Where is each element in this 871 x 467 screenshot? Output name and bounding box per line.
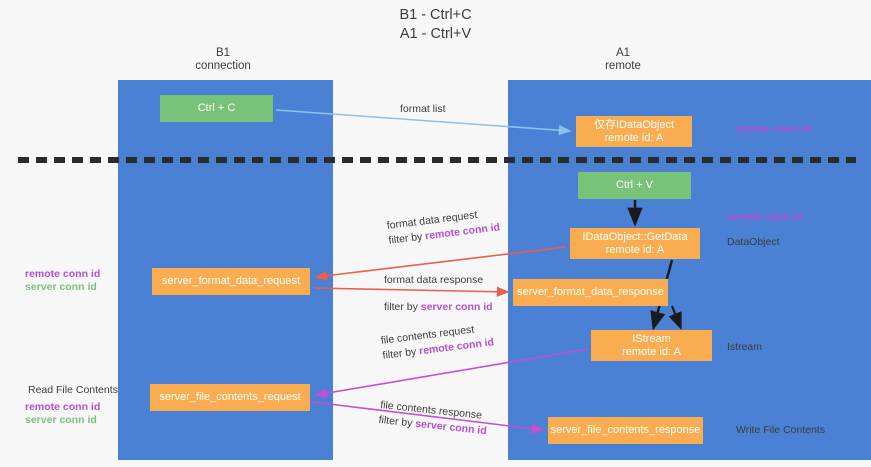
label-remote-conn-id-top: remote conn id — [736, 123, 812, 135]
caption-fcreq-prefix: filter by — [381, 345, 420, 362]
caption-fdres-key: server conn id — [420, 301, 493, 313]
label-write-file-contents: Write File Contents — [736, 424, 826, 436]
caption-format-data-response: format data response filter by server co… — [384, 273, 493, 315]
caption-format-list: format list — [400, 103, 446, 115]
label-left-server-conn-id-1: server conn id — [25, 281, 97, 293]
node-server-format-data-request[interactable]: server_format_data_request — [152, 268, 310, 295]
node-server-format-data-response-label: server_format_data_response — [517, 286, 664, 298]
node-ctrl-c[interactable]: Ctrl + C — [160, 95, 273, 122]
label-left-conn-ids-top: remote conn id server conn id — [25, 268, 100, 294]
node-idataobject-getdata[interactable]: IDataObject::GetData remote id: A — [570, 228, 700, 259]
node-getdata-line2: remote id: A — [605, 243, 665, 256]
label-left-server-conn-id-2: server conn id — [25, 414, 97, 426]
lane-header-b1-sub: connection — [195, 60, 251, 72]
label-istream: Istream — [727, 341, 763, 353]
node-idataobject-line1: 仅存IDataObject — [593, 118, 675, 131]
label-dataobject: DataObject — [727, 236, 780, 248]
node-idataobject-text: 仅存IDataObject remote id: A — [594, 119, 674, 145]
title-line-2: A1 - Ctrl+V — [399, 26, 472, 42]
diagram-title: B1 - Ctrl+C A1 - Ctrl+V — [0, 6, 871, 44]
lane-header-b1: B1 connection — [148, 47, 298, 73]
title-line-1: B1 - Ctrl+C — [399, 7, 472, 23]
node-ctrl-c-label: Ctrl + C — [197, 102, 236, 114]
node-istream-line1: IStream — [632, 332, 671, 345]
caption-fdres-prefix: filter by — [384, 301, 421, 313]
node-server-file-contents-request[interactable]: server_file_contents_request — [150, 384, 310, 411]
node-server-format-data-response[interactable]: server_format_data_response — [513, 279, 668, 306]
lane-header-a1-name: A1 — [615, 47, 631, 59]
label-left-remote-conn-id-1: remote conn id — [25, 268, 101, 280]
lane-header-a1-sub: remote — [605, 60, 641, 72]
node-istream-line2: remote id: A — [622, 345, 681, 358]
node-server-file-contents-response[interactable]: server_file_contents_response — [548, 417, 703, 444]
caption-file-contents-request: file contents request filter by remote c… — [380, 320, 495, 363]
lane-header-b1-name: B1 — [215, 47, 231, 59]
caption-file-contents-response: file contents response filter by server … — [378, 398, 489, 439]
lane-header-a1: A1 remote — [548, 47, 698, 73]
caption-format-data-response-line2: filter by server conn id — [384, 300, 493, 315]
node-server-format-data-request-label: server_format_data_request — [161, 275, 301, 287]
caption-fdreq-prefix: filter by — [387, 230, 426, 247]
node-getdata-line1: IDataObject::GetData — [582, 230, 688, 243]
label-read-file-contents: Read File Contents — [28, 384, 118, 396]
caption-format-data-request: format data request filter by remote con… — [386, 205, 501, 248]
label-remote-conn-id-mid: remote conn id — [727, 211, 803, 223]
label-left-remote-conn-id-2: remote conn id — [25, 401, 101, 413]
label-left-conn-ids-bottom: remote conn id server conn id — [25, 401, 100, 427]
node-istream-text: IStream remote id: A — [622, 333, 681, 359]
node-idataobject-line2: remote id: A — [604, 131, 664, 144]
node-istream[interactable]: IStream remote id: A — [591, 330, 712, 361]
caption-fcres-prefix: filter by — [378, 413, 416, 430]
node-server-file-contents-request-label: server_file_contents_request — [159, 391, 301, 403]
node-ctrl-v[interactable]: Ctrl + V — [578, 172, 691, 199]
node-server-file-contents-response-label: server_file_contents_response — [550, 424, 701, 436]
node-ctrl-v-label: Ctrl + V — [616, 179, 653, 191]
node-idataobject[interactable]: 仅存IDataObject remote id: A — [576, 116, 692, 147]
node-getdata-text: IDataObject::GetData remote id: A — [582, 231, 687, 257]
caption-format-data-response-line1: format data response — [384, 274, 484, 286]
